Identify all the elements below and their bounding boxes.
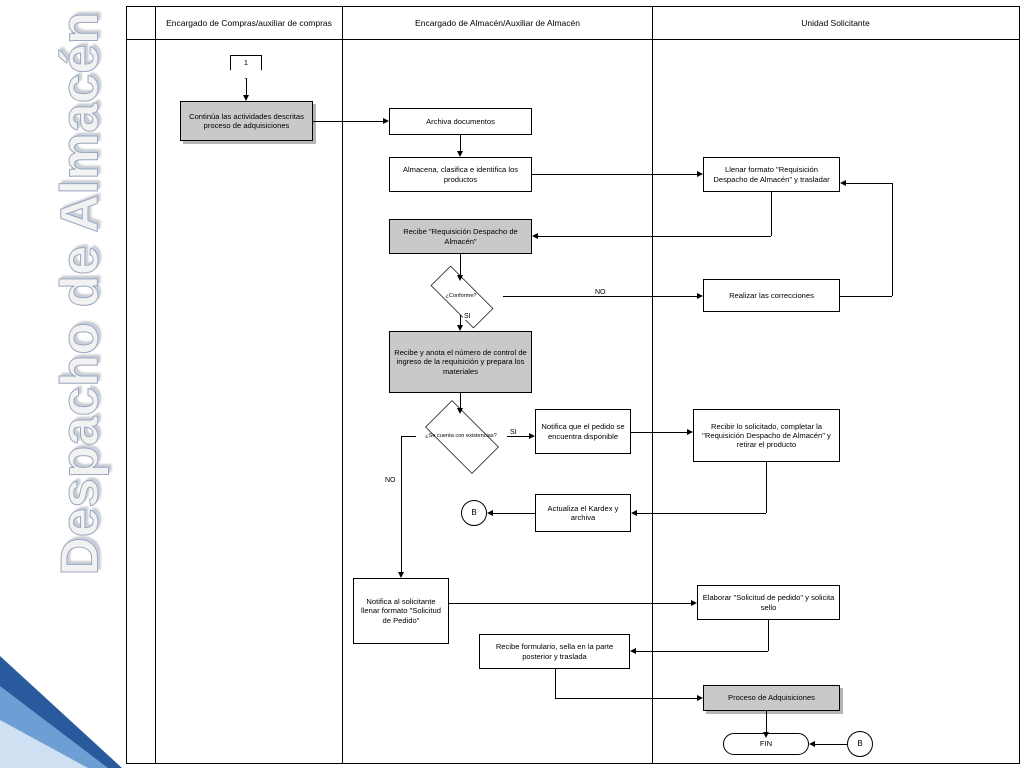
arrowhead xyxy=(456,151,463,157)
edge-recibir-kardex-v xyxy=(766,462,767,513)
edge-label-si-existencias: SI xyxy=(509,429,518,436)
arrowhead xyxy=(532,232,538,239)
arrowhead xyxy=(840,179,846,186)
edge-label-si-conforme: SI xyxy=(463,313,472,320)
node-realizar-correcciones: Realizar las correcciones xyxy=(703,279,840,312)
edge-conn1-continua xyxy=(246,79,247,95)
edge-recibe-proceso-v xyxy=(555,669,556,698)
edge-kardex-b xyxy=(493,513,535,514)
edge-continua-archiva xyxy=(313,121,383,122)
edge-elaborar-recibe-h xyxy=(636,651,768,652)
node-recibir-solicitado: Recibir lo solicitado, completar la "Req… xyxy=(693,409,840,462)
edge-llenar-recibe-v xyxy=(771,192,772,236)
edge-existencias-no-h xyxy=(401,436,416,437)
arrowhead xyxy=(487,509,493,516)
edge-b-fin xyxy=(815,744,847,745)
arrowhead xyxy=(809,740,815,747)
edge-conforme-si xyxy=(460,315,461,325)
node-continua-adquisiciones: Continúa las actividades descritas proce… xyxy=(180,101,313,141)
edge-llenar-recibe-h xyxy=(538,236,771,237)
node-actualiza-kardex: Actualiza el Kardex y archiva xyxy=(535,494,631,532)
arrowhead xyxy=(687,428,693,435)
node-decision-conforme: ¿Conforme? xyxy=(419,265,503,329)
corner-decoration xyxy=(0,638,125,768)
arrowhead xyxy=(456,408,463,414)
edge-elaborar-recibe-v xyxy=(768,620,769,651)
decision-existencias-label: ¿Se cuenta con existencias? xyxy=(425,432,497,439)
edge-correcciones-loop-v xyxy=(892,183,893,296)
decision-conforme-label: ¿Conforme? xyxy=(445,292,477,299)
arrowhead xyxy=(697,292,703,299)
arrowhead xyxy=(762,732,769,738)
node-connector-1: 1 xyxy=(230,55,262,79)
arrowhead xyxy=(456,325,463,331)
node-archiva-documentos: Archiva documentos xyxy=(389,108,532,135)
node-notifica-disponible: Notifica que el pedido se encuentra disp… xyxy=(535,409,631,454)
edge-label-no-conforme: NO xyxy=(594,289,607,296)
edge-existencias-si xyxy=(507,436,529,437)
edge-existencias-no-v xyxy=(401,436,402,572)
edge-notifica-elaborar xyxy=(449,603,691,604)
node-connector-b-2: B xyxy=(847,731,873,757)
edge-archiva-almacena xyxy=(460,135,461,151)
lane-header-almacen: Encargado de Almacén/Auxiliar de Almacén xyxy=(415,18,580,28)
edge-proceso-fin xyxy=(766,711,767,732)
arrowhead xyxy=(529,432,535,439)
edge-label-no-existencias: NO xyxy=(384,477,397,484)
node-recibe-anota-numero: Recibe y anota el número de control de i… xyxy=(389,331,532,393)
arrowhead xyxy=(630,647,636,654)
lane-header-compras: Encargado de Compras/auxiliar de compras xyxy=(166,18,332,28)
flowchart-frame: Encargado de Compras/auxiliar de compras… xyxy=(126,6,1020,764)
arrowhead xyxy=(242,95,249,101)
edge-recibe-proceso-h xyxy=(555,698,697,699)
lane-divider-1 xyxy=(342,7,343,763)
node-recibe-formulario: Recibe formulario, sella en la parte pos… xyxy=(479,634,630,669)
arrowhead xyxy=(697,170,703,177)
arrowhead xyxy=(383,117,389,124)
lane-divider-2 xyxy=(652,7,653,763)
node-llenar-formato: Llenar formato "Requisición Despacho de … xyxy=(703,157,840,192)
edge-anota-existencias xyxy=(460,393,461,408)
node-almacena-clasifica: Almacena, clasifica e identifica los pro… xyxy=(389,157,532,192)
header-divider xyxy=(127,39,1019,40)
arrowhead xyxy=(397,572,404,578)
edge-correcciones-loop-h2 xyxy=(846,183,892,184)
edge-conforme-no xyxy=(503,296,697,297)
node-connector-b-1: B xyxy=(461,500,487,526)
arrowhead xyxy=(456,275,463,281)
edge-almacena-llenar xyxy=(532,174,697,175)
node-decision-existencias: ¿Se cuenta con existencias? xyxy=(415,400,507,474)
node-proceso-adquisiciones: Proceso de Adquisiciones xyxy=(703,685,840,711)
arrowhead xyxy=(697,694,703,701)
edge-notifica-recibir xyxy=(631,432,687,433)
node-elaborar-solicitud: Elaborar "Solicitud de pedido" y solicit… xyxy=(697,585,840,620)
edge-correcciones-loop-h1 xyxy=(840,296,892,297)
title-panel: Despacho de Almacén xyxy=(0,0,125,768)
lane-header-solicitante: Unidad Solicitante xyxy=(801,18,870,28)
lane-divider-0 xyxy=(155,7,156,763)
page-title: Despacho de Almacén xyxy=(50,11,110,576)
edge-recibe-conforme xyxy=(460,254,461,277)
node-recibe-requisicion: Recibe "Requisición Despacho de Almacén" xyxy=(389,219,532,254)
edge-recibir-kardex-h xyxy=(637,513,766,514)
arrowhead xyxy=(691,599,697,606)
node-notifica-solicitante: Notifica al solicitante llenar formato "… xyxy=(353,578,449,644)
arrowhead xyxy=(631,509,637,516)
